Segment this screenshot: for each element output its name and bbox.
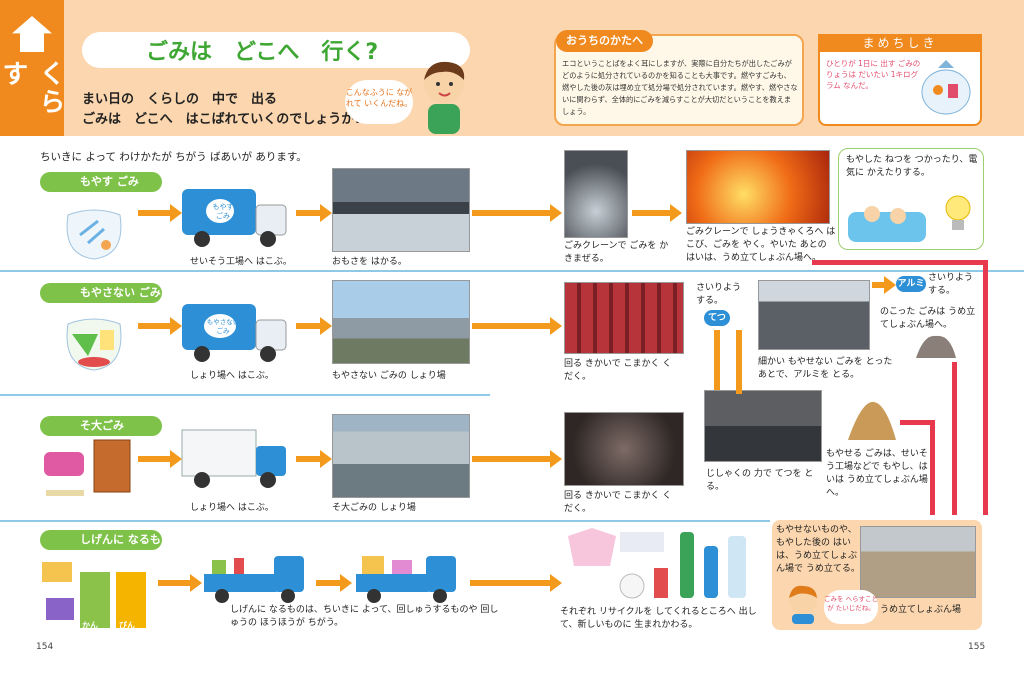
- flow-arrow: [632, 204, 682, 222]
- bulky-truck-icon: [181, 429, 286, 488]
- caption-landfill: もやせないものや、もやした後の はいは、うめ立てしょぶん場で うめ立てる。: [776, 525, 860, 574]
- recycle-bins-icon: [42, 562, 146, 628]
- caption-bulky-2: そ大ごみの しょり場: [332, 503, 416, 513]
- caption-nonburn-1: しょり場へ はこぶ。: [190, 371, 274, 381]
- flow-arrow-up: [714, 330, 720, 394]
- caption-iron-reuse: さいりよう する。: [696, 283, 742, 306]
- flow-arrow: [138, 204, 182, 222]
- parent-note-title: おうちのかたへ: [556, 30, 653, 52]
- flow-line-red: [930, 420, 935, 515]
- bin-label-bottles: びん: [119, 621, 135, 630]
- photo-magnet: [704, 390, 822, 462]
- parent-note-text: エコということばをよく耳にしますが、実際に自分たちが出したごみがどのように処分さ…: [562, 59, 798, 116]
- row-divider: [0, 520, 770, 522]
- photo-nonburn-facility: [332, 280, 470, 364]
- flow-arrow-up: [736, 330, 742, 394]
- row-divider: [0, 270, 1024, 272]
- flow-arrow: [296, 317, 332, 335]
- caption-magnet: じしゃくの 力で てつを とる。: [706, 469, 814, 492]
- flow-arrow: [296, 450, 332, 468]
- photo-weighing: [332, 168, 470, 252]
- burnable-bag-icon: [66, 209, 122, 260]
- photo-bulky-crusher: [564, 412, 684, 486]
- flow-arrow: [472, 450, 562, 468]
- region-note: ちいきに よって わけかたが ちがう ばあいが あります。: [40, 151, 307, 163]
- row-divider: [0, 394, 490, 396]
- page-title: ごみは どこへ 行く?: [82, 32, 470, 68]
- caption-power: もやした ねつを つかったり、電気に かえたりする。: [846, 155, 978, 178]
- trivia-text: ひとりが 1日に 出す ごみの りょうは だいたい 1キログラム なんだ。: [826, 59, 921, 90]
- flow-arrow: [138, 317, 182, 335]
- caption-nonburn-2: もやさない ごみの しょり場: [332, 371, 446, 381]
- tag-aluminum: アルミ: [896, 276, 926, 292]
- page-number-right: 155: [968, 642, 986, 652]
- caption-burn-3: ごみクレーンで ごみを かきまぜる。: [564, 241, 669, 264]
- photo-crusher: [564, 282, 684, 354]
- boy-illustration: [424, 61, 465, 134]
- nonburnable-truck-icon: [182, 304, 287, 362]
- flow-arrow: [138, 450, 182, 468]
- caption-bulky-3: 回る きかいで こまかく くだく。: [564, 491, 672, 514]
- caption-aluminum-reuse: さいりよう する。: [928, 273, 974, 296]
- tag-iron: てつ: [704, 310, 730, 326]
- category-bulky: そ大ごみ: [40, 416, 162, 436]
- photo-landfill: [860, 526, 976, 598]
- category-burnable: もやす ごみ: [40, 172, 162, 192]
- flow-line-red: [812, 260, 988, 265]
- burnable-truck-icon: [182, 189, 287, 247]
- flow-arrow: [472, 317, 562, 335]
- caption-burn-2: おもさを はかる。: [332, 257, 407, 267]
- intro-line-1: まい日の くらしの 中で 出る: [82, 92, 278, 107]
- trivia-title: まめちしき: [818, 34, 982, 52]
- truck-label-burnable: もやす ごみ: [212, 203, 234, 220]
- caption-resource-2: それぞれ リサイクルを してくれるところへ 出して、新しいものに 生まれかわる。: [560, 607, 757, 630]
- caption-burnable-from-bulky: もやせる ごみは、せいそう工場などで もやし、はいは うめ立てしょぶん場へ。: [826, 449, 928, 498]
- side-tab-label: くらす: [0, 60, 65, 117]
- recycled-products-illustration: [568, 528, 746, 599]
- flow-arrow: [470, 574, 562, 592]
- caption-leftover: のこった ごみは うめ立てしょぶん場へ。: [880, 307, 976, 330]
- caption-nonburn-3: 回る きかいで こまかく くだく。: [564, 359, 672, 382]
- page-number-left: 154: [36, 642, 54, 652]
- flow-arrow: [296, 204, 332, 222]
- caption-bulky-1: しょり場へ はこぶ。: [190, 503, 274, 513]
- speech-bubble: こんなふうに ながれて いくんだね。: [345, 80, 413, 124]
- photo-aluminum-sorter: [758, 280, 870, 350]
- photo-incinerator: [686, 150, 830, 224]
- girl-illustration: [789, 585, 817, 624]
- caption-landfill-photo: うめ立てしょぶん場: [880, 605, 962, 615]
- flow-arrow: [158, 574, 202, 592]
- resource-truck-1: [204, 556, 304, 603]
- speech-bubble-final: ごみを へらすことが たいじだね。: [824, 590, 878, 624]
- ash-pile-icon: [848, 401, 896, 440]
- flow-line-red: [983, 260, 988, 515]
- caption-burn-1: せいそう工場へ はこぶ。: [190, 257, 292, 267]
- furniture-icon: [44, 439, 131, 496]
- category-nonburnable: もやさない ごみ: [40, 283, 162, 303]
- caption-aluminum-sep: 細かい もやせない ごみを とったあとで、アルミを とる。: [758, 357, 893, 380]
- truck-label-nonburnable: もやさない ごみ: [206, 318, 240, 335]
- photo-bulky-facility: [332, 414, 470, 498]
- flow-line-red: [952, 362, 957, 515]
- house-icon: [12, 16, 52, 53]
- side-tab: くらす: [0, 0, 65, 136]
- bin-label-cans: かん: [82, 621, 98, 630]
- resource-truck-2: [356, 556, 456, 603]
- pool-lightbulb-illustration: [848, 195, 971, 242]
- nonburnable-bag-icon: [66, 318, 122, 371]
- flow-arrow: [872, 276, 896, 294]
- rubble-pile-icon: [916, 335, 956, 358]
- intro-line-2: ごみは どこへ はこばれていくのでしょうか?: [82, 112, 362, 127]
- caption-resource-1: しげんに なるものは、ちいきに よって、回しゅうするものや 回しゅうの ほうほう…: [230, 605, 499, 628]
- category-resource: しげんに なるもの: [40, 530, 162, 566]
- flow-arrow: [316, 574, 352, 592]
- flow-arrow: [472, 204, 562, 222]
- caption-burn-4: ごみクレーンで しょうきゃくろへ はこび、ごみを やく。やいた あとの はいは、…: [686, 227, 836, 263]
- photo-crane: [564, 150, 628, 238]
- garbage-bag-icon: [921, 60, 971, 115]
- flow-line-red: [900, 420, 935, 425]
